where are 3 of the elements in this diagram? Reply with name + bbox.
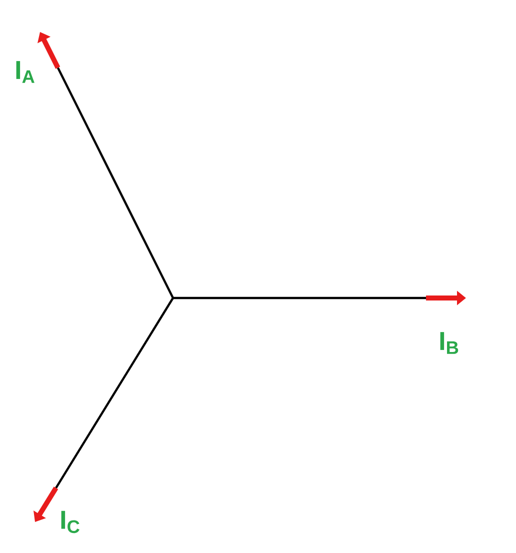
- phasor-label: I$_{C}$: [61, 510, 80, 534]
- phasor-label: I$_{B}$: [440, 332, 458, 354]
- phasor-label: I$_{A}$: [16, 61, 34, 83]
